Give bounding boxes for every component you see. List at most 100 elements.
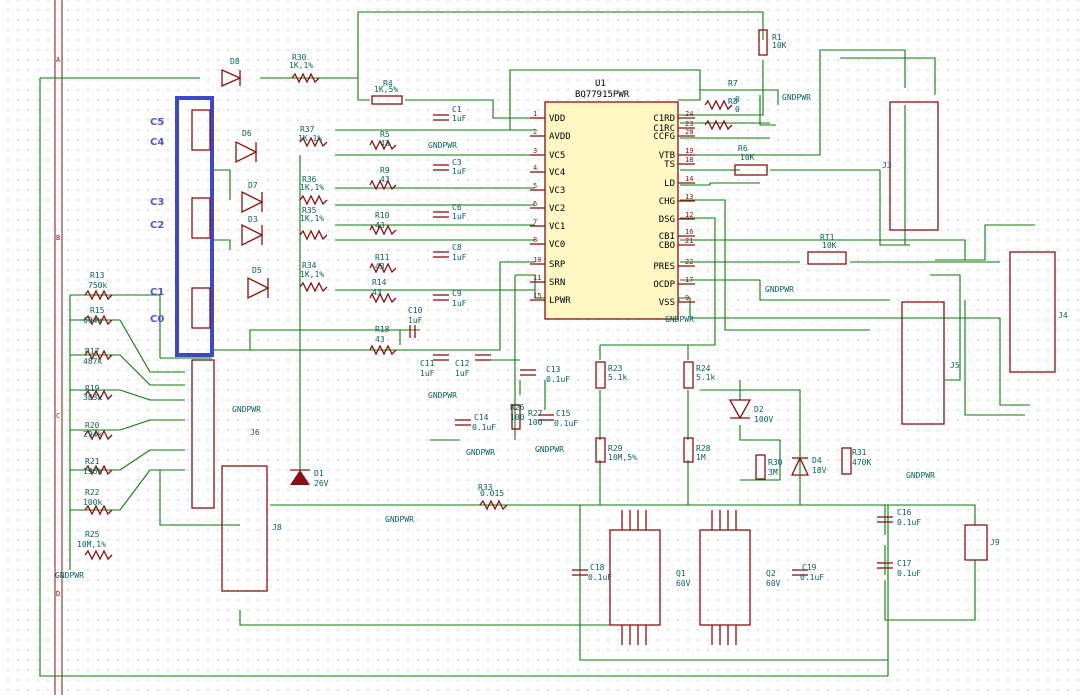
svg-text:C: C [56, 412, 60, 420]
u1-pin-num: 22 [685, 258, 693, 266]
resistor-value-r4: 1K,5% [374, 85, 398, 94]
resistor-ref-r10: R10 [375, 211, 390, 220]
connector-ref-j4: J4 [1058, 311, 1068, 320]
u1-pin-num: 13 [685, 193, 693, 201]
capacitor-value-c3: 1uF [452, 167, 467, 176]
resistor-value-r35: 1K,1% [300, 214, 324, 223]
resistor-value-r30: 1K,1% [289, 61, 313, 70]
resistor-ref-r34: R34 [302, 261, 317, 270]
resistor-ref-r13: R13 [90, 271, 105, 280]
diode-ref-d2: D2 [754, 405, 764, 414]
gnd-label: GNDPWR [782, 93, 811, 102]
capacitor-value-c17: 0.1uF [897, 569, 921, 578]
u1-pin-name: VDD [549, 114, 565, 124]
capacitor-value-c9: 1uF [452, 299, 467, 308]
resistor-ref-r7: R7 [728, 79, 738, 88]
u1-pin-num: 4 [533, 164, 537, 172]
u1-pin-name: LD [664, 179, 675, 189]
resistor-ref-r22: R22 [85, 488, 100, 497]
capacitor-value-c1: 1uF [452, 114, 467, 123]
capacitor-value-c6: 1uF [452, 212, 467, 221]
u1-pin-num: 20 [685, 128, 693, 136]
svg-text:B: B [56, 234, 60, 242]
u1-pin-name: VC1 [549, 222, 565, 232]
resistor-ref-r35: R35 [302, 206, 317, 215]
connector-symbols [191, 101, 1056, 592]
resistor-value-r5: 43 [380, 139, 390, 148]
connector-ref-j3: J3 [882, 161, 892, 170]
sheet-border: AB CD [54, 0, 63, 695]
cell-label-c0: C0 [150, 314, 164, 325]
resistor-value-r1: 10K [772, 41, 787, 50]
u1-pin-num: 5 [533, 182, 537, 190]
cell-connectors [191, 109, 211, 329]
u1-pin-name: CCFG [653, 132, 675, 142]
gnd-label: GNDPWR [665, 315, 694, 324]
capacitor-value-c18: 0.1uF [588, 573, 612, 582]
wires [39, 11, 1035, 677]
resistor-value-r13: 750k [88, 281, 107, 290]
connector-ref-j9: J9 [990, 538, 1000, 547]
capacitor-symbols [409, 114, 893, 576]
resistor-ref-r8: R8 [728, 97, 738, 106]
capacitor-ref-c6: C6 [452, 203, 462, 212]
u1-pin-name: VTB [659, 151, 675, 161]
capacitor-ref-c16: C16 [897, 508, 912, 517]
resistor-value-r30: 3M [768, 468, 778, 477]
resistor-value-r31: 470K [852, 458, 871, 467]
u1-pin-num: 1 [533, 110, 537, 118]
resistor-ref-r11: R11 [375, 253, 390, 262]
capacitor-value-c12: 1uF [455, 369, 470, 378]
diode-ref-d5: D5 [252, 266, 262, 275]
resistor-ref-r5: R5 [380, 130, 390, 139]
u1-pin-name: VC5 [549, 151, 565, 161]
capacitor-ref-c1: C1 [452, 105, 462, 114]
resistor-ref-r29: R29 [608, 444, 623, 453]
capacitor-ref-c8: C8 [452, 243, 462, 252]
resistor-ref-r1: R1 [772, 33, 782, 42]
capacitor-ref-c18: C18 [590, 563, 605, 572]
u1-pin-name: VC4 [549, 168, 565, 178]
u1-pin-num: 6 [533, 200, 537, 208]
resistor-value-r37: 1K,1% [298, 134, 322, 143]
gnd-label: GNDPWR [55, 571, 84, 580]
u1-pin-name: VC0 [549, 240, 565, 250]
capacitor-ref-c11: C11 [420, 359, 435, 368]
capacitor-ref-c3: C3 [452, 158, 462, 167]
resistor-ref-r37: R37 [300, 125, 315, 134]
capacitor-ref-c19: C19 [802, 563, 817, 572]
u1-pin-name: CBO [659, 241, 675, 251]
resistor-value-r20: 294k [83, 430, 102, 439]
cell-label-c3: C3 [150, 197, 164, 208]
resistor-ref-r19: R19 [85, 384, 100, 393]
resistor-ref-r6: R6 [738, 144, 748, 153]
u1-pin-num: 19 [685, 147, 693, 155]
u1-pin-num: 7 [533, 218, 537, 226]
u1-pin-name: PRES [653, 262, 675, 272]
selection-box[interactable] [175, 96, 214, 357]
u1-pin-name: SRN [549, 278, 565, 288]
diode-ref-d3: D3 [248, 215, 258, 224]
resistor-ref-r20: R20 [85, 421, 100, 430]
capacitor-value-c14: 0.1uF [472, 423, 496, 432]
gnd-label: GNDPWR [535, 445, 564, 454]
gnd-label: GNDPWR [385, 515, 414, 524]
u1-pin-num: 2 [533, 128, 537, 136]
capacitor-ref-c12: C12 [455, 359, 470, 368]
resistor-ref-r28: R28 [696, 444, 711, 453]
capacitor-ref-c13: C13 [546, 365, 561, 374]
resistor-value-r25: 10M,1% [77, 540, 106, 549]
resistor-value-r11: 43 [375, 262, 385, 271]
svg-text:A: A [56, 56, 61, 64]
u1-pin-num: 18 [685, 156, 693, 164]
resistor-ref-r14: R14 [372, 278, 387, 287]
u1-pin-name: DSG [659, 215, 675, 225]
resistor-ref-r23: R23 [608, 364, 623, 373]
resistor-ref-r21: R21 [85, 457, 100, 466]
u1-pin-num: 24 [685, 110, 693, 118]
resistor-value-r21: 196k [83, 467, 102, 476]
connector-ref-j6: J6 [250, 428, 260, 437]
diode-ref-d6: D6 [242, 129, 252, 138]
